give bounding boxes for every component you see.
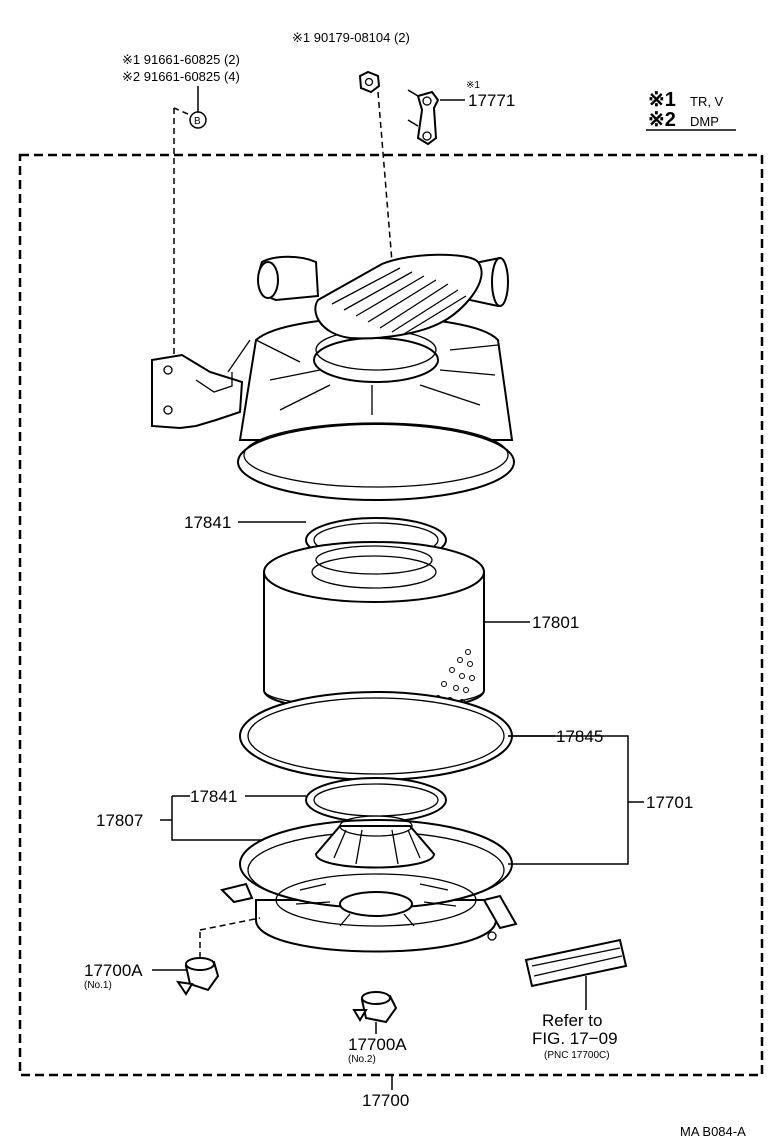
legend-mark-2: ※2 xyxy=(648,109,676,131)
clamp-no1-icon xyxy=(175,957,220,996)
assembly-boundary xyxy=(18,153,764,1077)
reference-b-icon: B xyxy=(173,86,207,129)
label-screw-note2: ※2 91661-60825 (4) xyxy=(122,69,240,84)
label-clamp-no1: 17700A xyxy=(84,961,143,980)
air-cleaner-cap xyxy=(151,253,515,501)
filter-element xyxy=(263,541,485,715)
label-clamp-no1-sub: (No.1) xyxy=(84,980,112,991)
drawing-code: MA B084-A xyxy=(680,1124,746,1139)
label-bolt-90179: ※1 90179-08104 (2) xyxy=(292,30,410,45)
air-cleaner-case xyxy=(220,815,518,953)
nut-icon xyxy=(358,70,381,94)
nut-dash-leader xyxy=(377,91,393,263)
legend-mark-1: ※1 xyxy=(648,89,676,111)
label-refer-line1: Refer to xyxy=(542,1011,602,1030)
legend-text-1: TR, V xyxy=(690,94,724,109)
clamp-no2-icon xyxy=(352,991,398,1024)
bracket-icon xyxy=(407,89,440,146)
label-gasket-17841-lower: 17841 xyxy=(190,787,237,806)
label-element-17801: 17801 xyxy=(532,613,579,632)
label-bracket-mark: ※1 xyxy=(466,80,480,91)
label-sub-assy-17807: 17807 xyxy=(96,811,143,830)
label-clamp-no2-sub: (No.2) xyxy=(348,1054,376,1065)
label-refer-line2: FIG. 17−09 xyxy=(532,1029,618,1048)
label-clamp-no2: 17700A xyxy=(348,1035,407,1054)
filter-pad-icon xyxy=(524,938,628,988)
label-screw-note1: ※1 91661-60825 (2) xyxy=(122,52,240,67)
legend-text-2: DMP xyxy=(690,114,719,129)
label-refer-line3: (PNC 17700C) xyxy=(544,1050,610,1061)
clamp-no1-dash-h xyxy=(199,917,261,931)
label-bracket-17771: 17771 xyxy=(468,91,515,110)
svg-text:B: B xyxy=(194,116,201,127)
label-case-17701: 17701 xyxy=(646,793,693,812)
label-gasket-17841-top: 17841 xyxy=(184,513,231,532)
case-assy-bracket xyxy=(508,735,644,865)
label-assembly-17700: 17700 xyxy=(362,1091,409,1110)
seal-ring xyxy=(239,691,513,781)
